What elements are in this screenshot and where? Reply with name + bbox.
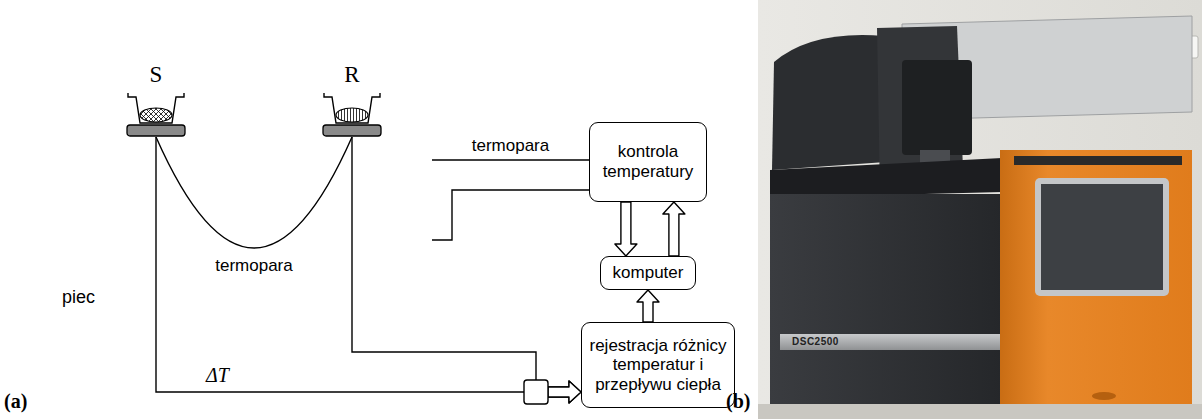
signal-wire: [156, 137, 548, 392]
block-arrow: [637, 290, 659, 322]
wire-label: ΔT: [204, 364, 231, 386]
sample-crucible: S: [126, 63, 186, 137]
block-arrow: [548, 381, 581, 403]
signal-wire: [352, 137, 581, 403]
data-arrow: [637, 290, 659, 322]
data-arrow: [615, 202, 637, 256]
thermocouple-wire: [432, 160, 589, 161]
crucible-letter: S: [126, 63, 186, 87]
wire-label: termopara: [213, 256, 294, 276]
panel-letter: (b): [726, 390, 750, 412]
signal-wire: [352, 137, 548, 392]
block-arrow: [615, 202, 637, 256]
control-box: kontrola temperatury: [589, 122, 707, 202]
box-label: komputer: [613, 263, 684, 283]
block-arrow: [548, 381, 581, 403]
heater-wire: [432, 190, 589, 240]
crucible-shape: [322, 89, 382, 137]
signal-wire: [156, 137, 581, 403]
instrument-body: [770, 150, 1192, 404]
photo-background: [758, 0, 1202, 419]
reference-crucible: R: [322, 63, 382, 137]
box-label: rejestracja różnicy temperatur i przepły…: [588, 336, 728, 395]
panel-letter: (a): [4, 390, 27, 412]
wire-label: termopara: [470, 136, 551, 156]
furnace-label: piec: [62, 287, 95, 307]
recorder-box: rejestracja różnicy temperatur i przepły…: [581, 322, 735, 408]
thermocouple-wire: [432, 159, 589, 160]
crucible-shape: [126, 89, 186, 137]
block-arrow: [663, 202, 685, 256]
amplifier-box: [524, 380, 548, 404]
model-badge: DSC2500: [792, 336, 839, 348]
instrument-photo: [752, 0, 1202, 419]
box-label: kontrola temperatury: [596, 142, 700, 181]
computer-box: komputer: [600, 256, 696, 290]
data-arrow: [663, 202, 685, 256]
crucible-letter: R: [322, 63, 382, 87]
thermocouple-wire: [156, 137, 352, 248]
thermocouple-wire: [156, 137, 352, 248]
heater-wire: [432, 190, 589, 240]
